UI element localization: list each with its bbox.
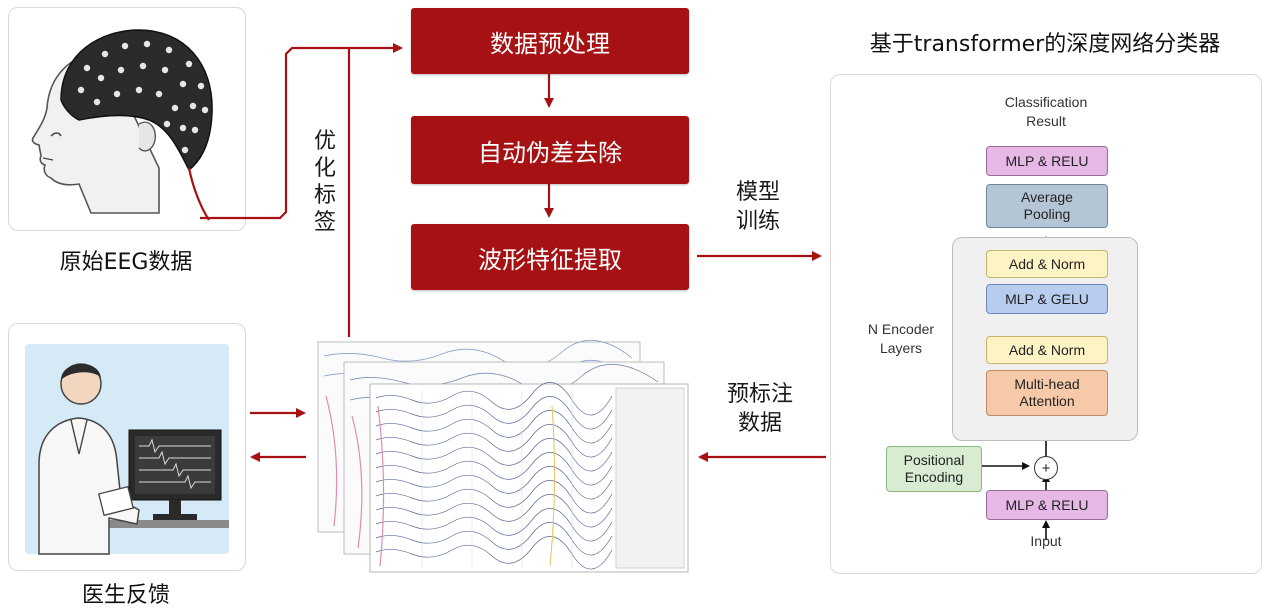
electrode-dots xyxy=(77,40,209,154)
input-label: Input xyxy=(1030,533,1062,549)
step-preprocessing: 数据预处理 xyxy=(411,8,689,74)
train-label: 模型 训练 xyxy=(718,178,798,236)
positional-encoding-block: Positional Encoding xyxy=(886,446,982,492)
doctor-illustration xyxy=(25,344,229,555)
attention-line2: Attention xyxy=(1019,393,1075,409)
optimize-char-4: 签 xyxy=(313,210,336,235)
optimize-char-2: 化 xyxy=(313,156,336,181)
classifier-title: 基于transformer的深度网络分类器 xyxy=(869,32,1221,57)
eeg-to-preprocess-line xyxy=(200,43,403,220)
doctor-card xyxy=(8,323,246,571)
add-operator-circle: + xyxy=(1034,456,1058,480)
eeg-cap-card xyxy=(8,7,246,231)
add-norm-bottom-block: Add & Norm xyxy=(986,336,1108,364)
optimize-char-3: 标 xyxy=(313,183,336,208)
doctor-caption: 医生反馈 xyxy=(81,583,170,608)
step-artifact-removal: 自动伪差去除 xyxy=(411,116,689,184)
eeg-recordings-stack xyxy=(317,340,689,573)
classification-result-line1: Classification xyxy=(1004,94,1088,110)
mlp-relu-bottom-block: MLP & RELU xyxy=(986,490,1108,520)
eeg-cap-illustration xyxy=(31,29,213,221)
multi-head-attention-block: Multi-head Attention xyxy=(986,370,1108,416)
mlp-gelu-block: MLP & GELU xyxy=(986,284,1108,314)
average-pooling-block: Average Pooling xyxy=(986,184,1108,228)
classification-result-line2: Result xyxy=(1026,113,1066,129)
annotated-label: 预标注 数据 xyxy=(710,380,810,438)
step-feature-extraction: 波形特征提取 xyxy=(411,224,689,290)
pooling-line2: Pooling xyxy=(1023,206,1071,222)
encoder-label-line2: Layers xyxy=(879,340,923,356)
add-norm-top-block: Add & Norm xyxy=(986,250,1108,278)
positional-line1: Positional xyxy=(903,452,965,468)
encoder-layers-label: N Encoder Layers xyxy=(856,320,946,358)
optimize-char-1: 优 xyxy=(313,129,336,154)
mlp-relu-top-block: MLP & RELU xyxy=(986,146,1108,176)
optimize-label-text: 优 化 标 签 xyxy=(312,128,340,236)
attention-line1: Multi-head xyxy=(1014,376,1080,392)
annotated-label-line1: 预标注 xyxy=(726,382,793,407)
eeg-sheet-front xyxy=(369,382,689,573)
positional-line2: Encoding xyxy=(904,469,964,485)
encoder-label-line1: N Encoder xyxy=(867,321,935,337)
train-label-line1: 模型 xyxy=(735,180,780,205)
pooling-line1: Average xyxy=(1021,189,1073,205)
eeg-caption: 原始EEG数据 xyxy=(59,250,193,275)
annotated-label-line2: 数据 xyxy=(737,411,782,436)
train-label-line2: 训练 xyxy=(735,209,780,234)
classification-result-label: Classification Result xyxy=(976,93,1116,131)
